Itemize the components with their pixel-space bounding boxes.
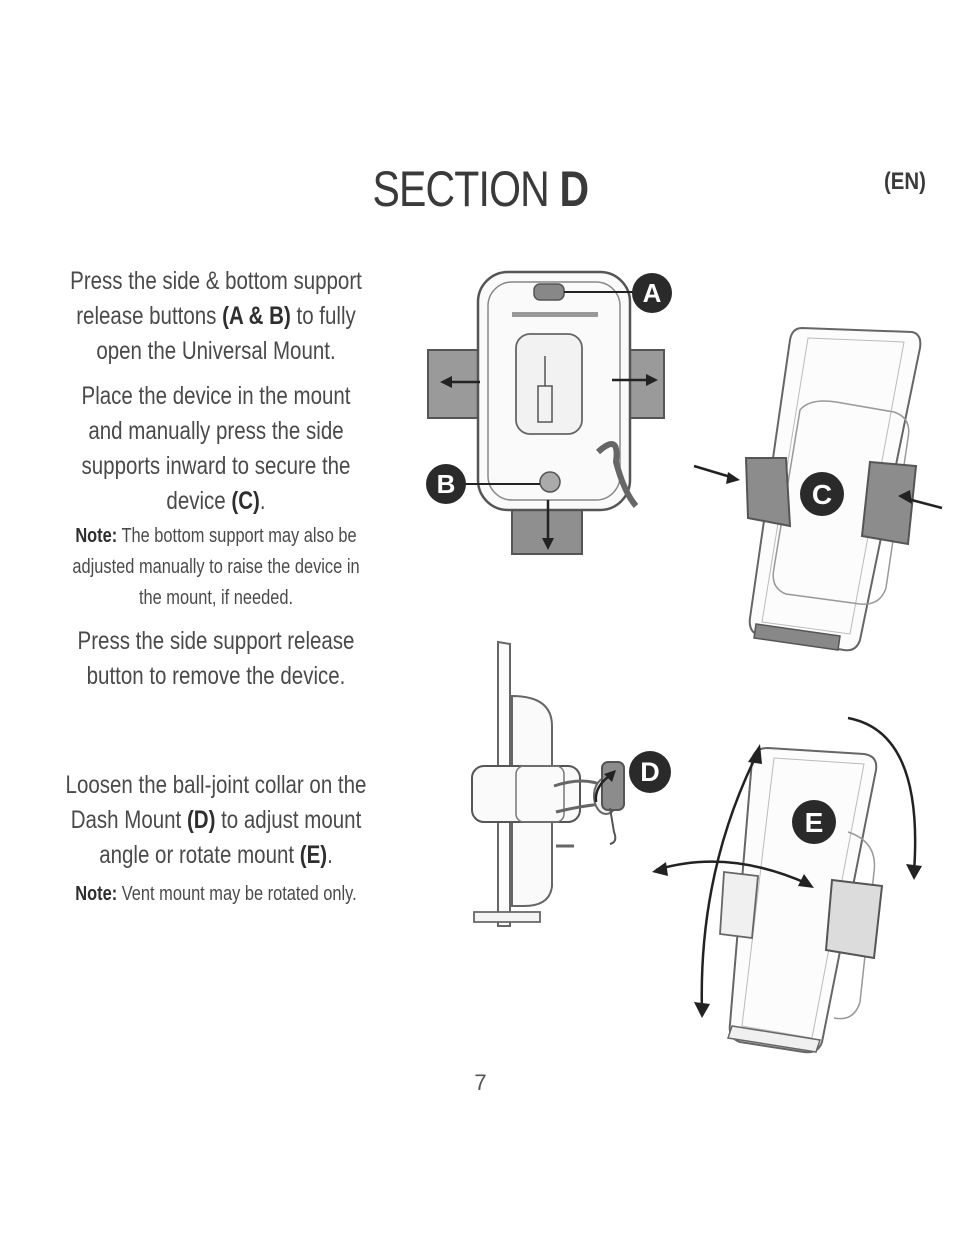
section-word: SECTION bbox=[372, 161, 549, 217]
button-b bbox=[539, 471, 561, 493]
left-grip bbox=[744, 457, 792, 528]
callout-d bbox=[629, 751, 671, 793]
button-a bbox=[533, 283, 565, 301]
svg-text:A: A bbox=[643, 278, 662, 308]
step-secure-device: Place the device in the mount and manual… bbox=[81, 382, 351, 515]
section-letter: D bbox=[559, 161, 590, 217]
callout-c bbox=[800, 472, 844, 516]
language-tag: (EN) bbox=[884, 168, 926, 195]
ball-joint-collar bbox=[601, 761, 625, 811]
open-mount-illustration: A B bbox=[426, 270, 672, 555]
callout-e bbox=[792, 800, 836, 844]
svg-text:D: D bbox=[640, 757, 660, 787]
dash-mount-side-illustration: D bbox=[471, 640, 671, 927]
svg-text:B: B bbox=[437, 469, 456, 499]
secured-device-illustration: C bbox=[693, 326, 943, 652]
callout-a bbox=[632, 273, 672, 313]
page-number: 7 bbox=[474, 1070, 487, 1095]
right-grip bbox=[860, 460, 918, 546]
step-release-buttons: Press the side & bottom support release … bbox=[70, 267, 362, 365]
left-side-support bbox=[427, 349, 485, 419]
rotate-mount-illustration: E bbox=[652, 716, 922, 1054]
callout-b bbox=[426, 464, 466, 504]
section-title: SECTION D bbox=[86, 160, 874, 218]
instructions-top: Press the side & bottom support release … bbox=[28, 264, 404, 704]
note-bottom-support: Note: The bottom support may also be adj… bbox=[72, 525, 360, 609]
step-ball-joint: Loosen the ball-joint collar on the Dash… bbox=[65, 771, 367, 869]
svg-text:C: C bbox=[812, 479, 832, 510]
note-vent-mount: Note: Vent mount may be rotated only. bbox=[75, 883, 357, 905]
step-remove-device: Press the side support release button to… bbox=[77, 627, 355, 690]
svg-text:E: E bbox=[805, 807, 824, 838]
instructions-bottom: Loosen the ball-joint collar on the Dash… bbox=[28, 768, 404, 920]
